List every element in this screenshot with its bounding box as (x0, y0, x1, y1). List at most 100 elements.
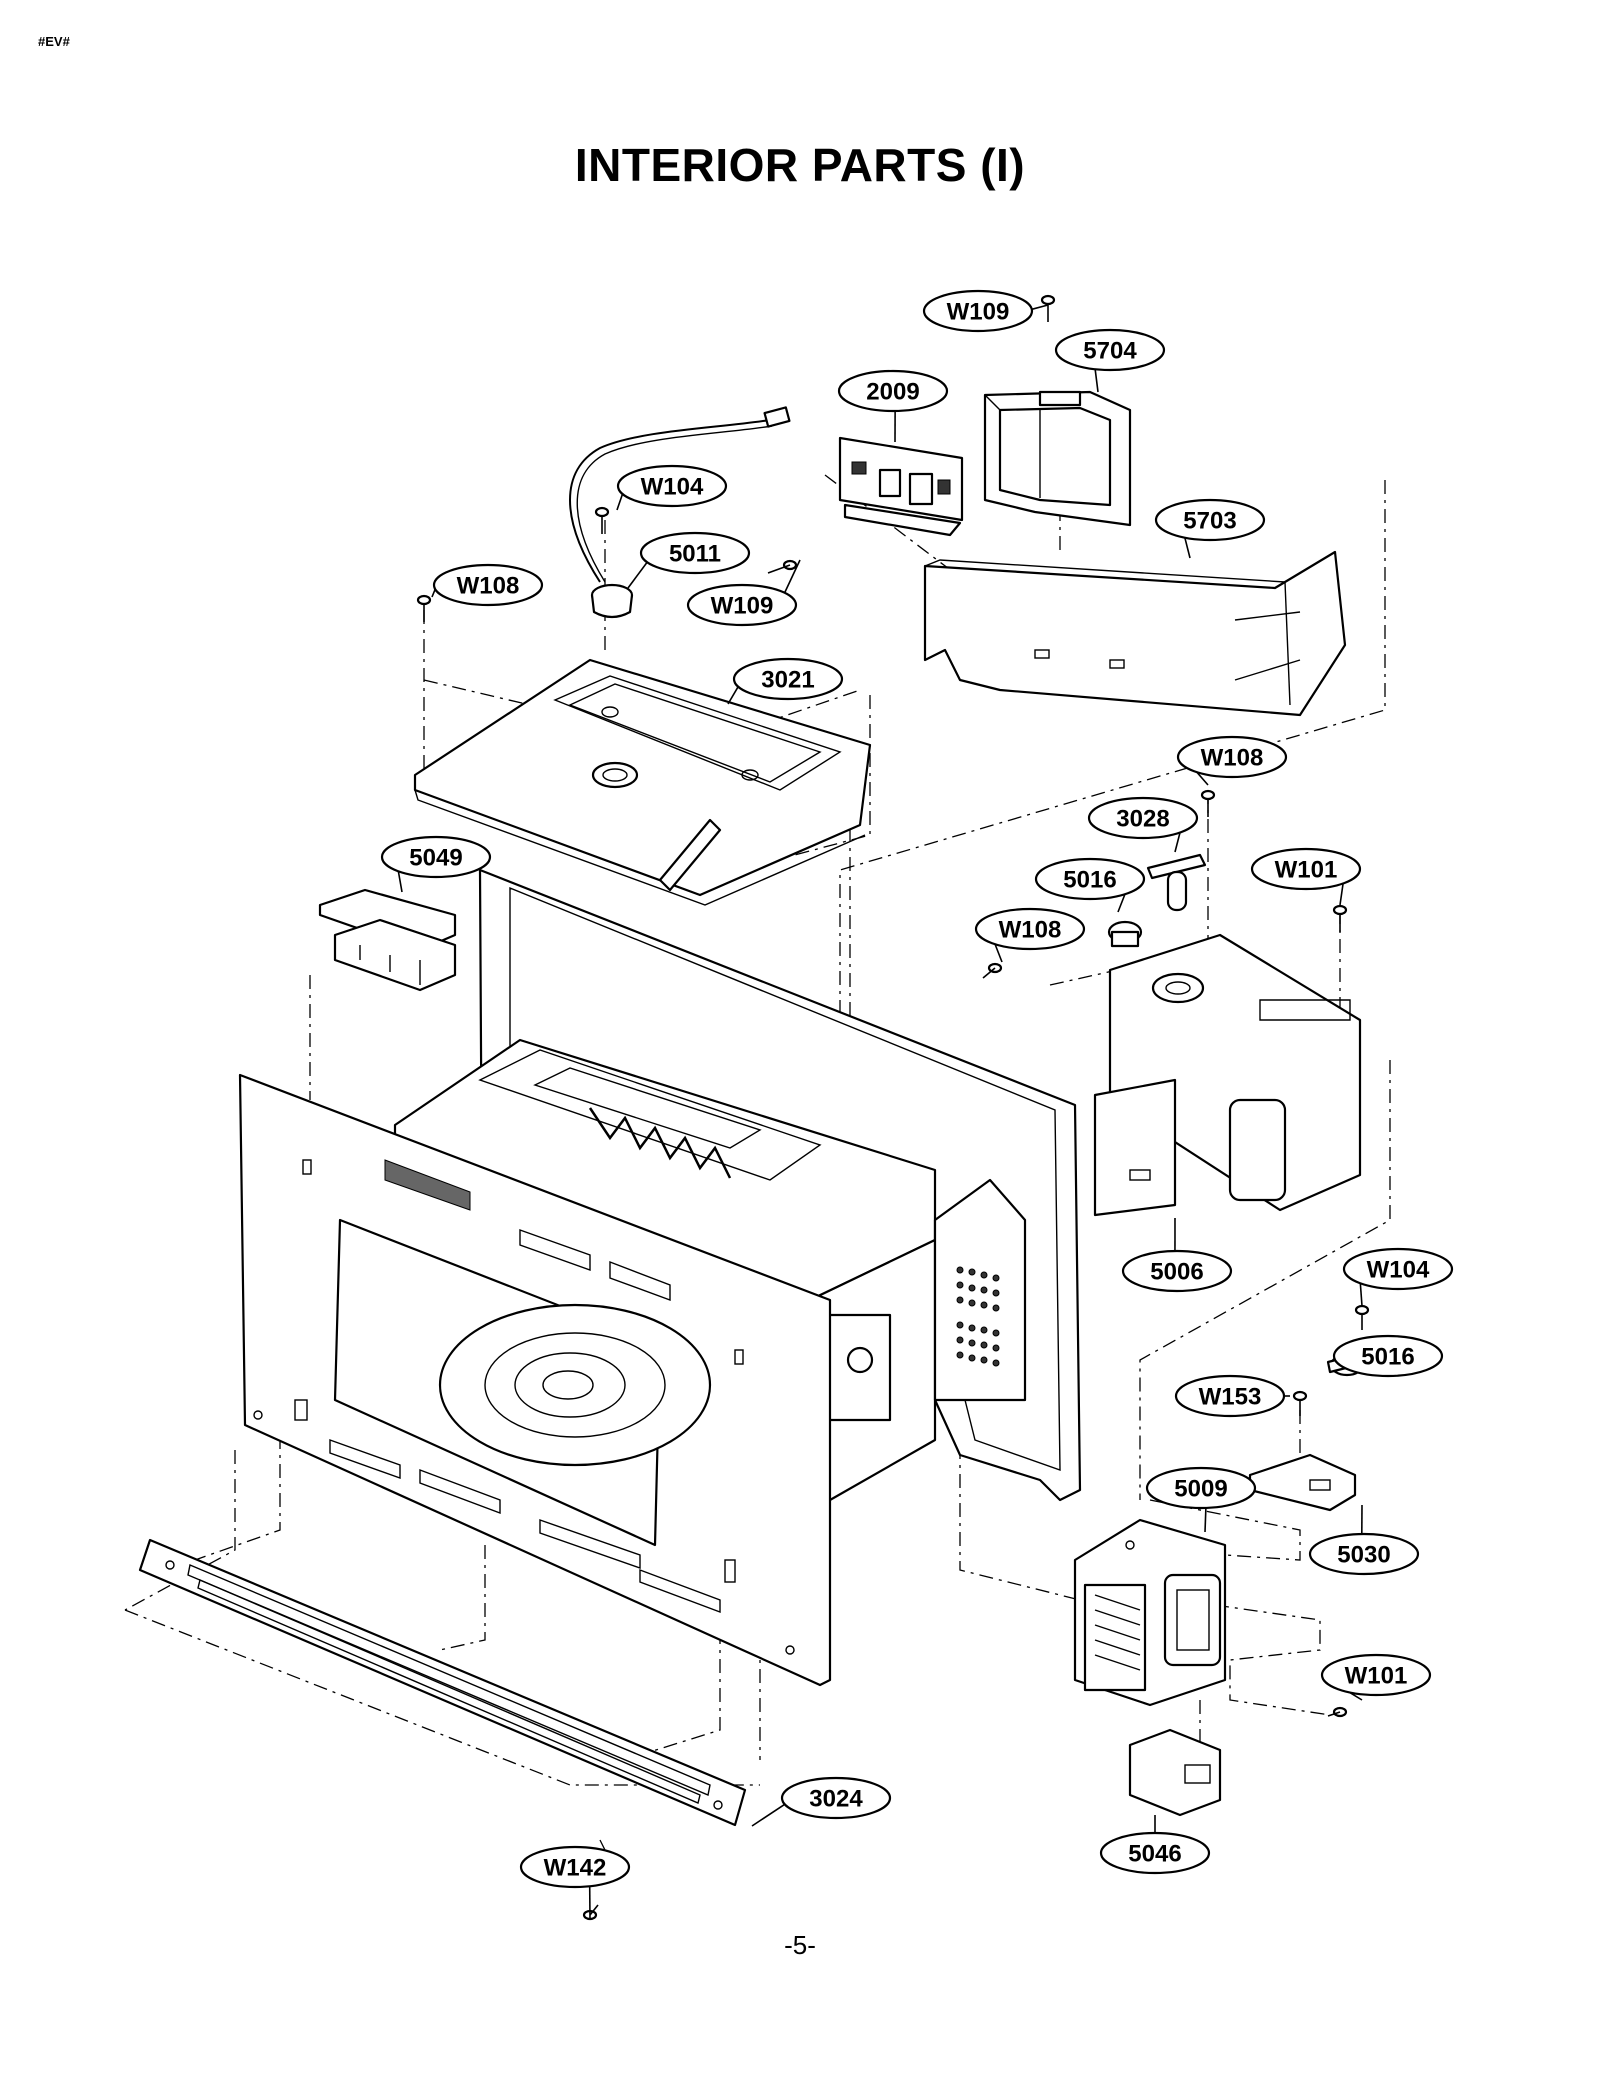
callout-leader-line (1094, 369, 1099, 393)
callout-label: 5011 (669, 541, 721, 568)
callout-w109: W109 (686, 559, 801, 627)
callout-bubble (1087, 796, 1199, 840)
top-plate-3021 (413, 658, 872, 906)
callout-5703: 5703 (1154, 498, 1266, 559)
callout-5704: 5704 (1054, 328, 1166, 393)
callout-2009: 2009 (837, 369, 949, 443)
callout-label: 5006 (1150, 1259, 1203, 1286)
callout-w101: W101 (1250, 847, 1362, 906)
callout-label: 5703 (1183, 508, 1236, 535)
thermostat-5011-assembly (569, 406, 791, 619)
callout-w108: W108 (431, 563, 544, 607)
callout-bubble (732, 657, 844, 701)
callout-bubble (519, 1845, 631, 1889)
callout-label: 5009 (1174, 1476, 1227, 1503)
callout-leader-line (751, 1803, 786, 1827)
callout-label: 3024 (809, 1786, 863, 1813)
callout-bubble (1034, 857, 1146, 901)
callout-bubble (1250, 847, 1362, 891)
callout-label: W101 (1345, 1663, 1408, 1690)
part-callouts: W10957042009W1045011W109W10857033021W108… (380, 289, 1454, 1921)
callout-label: 5030 (1337, 1542, 1390, 1569)
callout-bubble (1342, 1247, 1454, 1291)
callout-bubble (1154, 498, 1266, 542)
fan-duct-5006 (1093, 933, 1362, 1217)
callout-bubble (922, 289, 1034, 333)
callout-bubble (780, 1776, 892, 1820)
callout-w153: W153 (1174, 1374, 1290, 1418)
callout-bubble (974, 907, 1086, 951)
callout-leader-line (627, 561, 648, 589)
callout-label: W104 (1367, 1257, 1430, 1284)
bracket-5704 (983, 390, 1132, 527)
bracket-5049 (318, 888, 457, 992)
callout-5016: 5016 (1034, 857, 1146, 913)
callout-leader-line (1339, 883, 1344, 906)
callout-bubble (1054, 328, 1166, 372)
callout-leader-line (1184, 537, 1191, 559)
callout-5030: 5030 (1308, 1504, 1420, 1576)
callout-5046: 5046 (1099, 1815, 1211, 1875)
callout-leader-line (1359, 1283, 1363, 1307)
callout-w142: W142 (519, 1845, 631, 1921)
callout-label: W108 (999, 917, 1062, 944)
page-title: INTERIOR PARTS (I) (574, 139, 1026, 191)
callout-bubble (1174, 1374, 1286, 1418)
callout-label: 5704 (1083, 338, 1137, 365)
bracket-5030 (1248, 1453, 1357, 1512)
callout-w101: W101 (1320, 1653, 1432, 1701)
callout-bubble (616, 464, 728, 508)
callout-bubble (837, 369, 949, 413)
callout-3021: 3021 (727, 657, 844, 705)
callout-5011: 5011 (627, 531, 751, 589)
callout-label: 5016 (1063, 867, 1116, 894)
pcb-2009 (838, 436, 964, 537)
callout-bubble (639, 531, 751, 575)
callout-bubble (1308, 1532, 1420, 1576)
callout-leader-line (1204, 1507, 1207, 1533)
callout-label: W142 (544, 1855, 607, 1882)
callout-leader-line (994, 943, 1003, 963)
callout-5049: 5049 (380, 835, 492, 893)
callout-label: W109 (711, 593, 774, 620)
callout-bubble (380, 835, 492, 879)
trim-strip-3024 (138, 1538, 747, 1827)
callout-leader-line (783, 559, 801, 594)
header-tag: #EV# (38, 34, 70, 49)
callout-leader-line (1117, 893, 1126, 913)
lamp-3028 (1146, 853, 1207, 912)
callout-bubble (1121, 1249, 1233, 1293)
page-number: -5- (784, 1930, 816, 1960)
callout-leader-line (1031, 304, 1049, 311)
callout-label: W108 (457, 573, 520, 600)
callout-bubble (1320, 1653, 1432, 1697)
callout-label: 3028 (1116, 806, 1169, 833)
callout-w104: W104 (616, 464, 728, 511)
callout-bubble (1099, 1831, 1211, 1875)
thermostat-5016-top (1107, 920, 1143, 948)
callout-label: W104 (641, 474, 704, 501)
callout-label: 5049 (409, 845, 462, 872)
callout-label: 5046 (1128, 1841, 1181, 1868)
callout-5009: 5009 (1145, 1466, 1257, 1533)
screws (416, 294, 1370, 1921)
callout-label: W101 (1275, 857, 1338, 884)
callout-bubble (1332, 1334, 1444, 1378)
callout-w108: W108 (974, 907, 1086, 963)
callout-leader-line (1196, 771, 1209, 786)
callout-w109: W109 (922, 289, 1049, 333)
callout-leader-line (397, 871, 403, 893)
magnetron-5009 (1073, 1518, 1227, 1707)
callout-bubble (1176, 735, 1288, 779)
callout-label: W109 (947, 299, 1010, 326)
callout-bubble (686, 583, 798, 627)
callout-bubble (432, 563, 544, 607)
callout-w108: W108 (1176, 735, 1288, 786)
callout-label: 5016 (1361, 1344, 1414, 1371)
callout-leader-line (1174, 832, 1181, 853)
side-grille-holes (956, 1266, 1000, 1367)
callout-label: 2009 (866, 379, 919, 406)
callout-label: W108 (1201, 745, 1264, 772)
callout-leader-line (727, 686, 739, 705)
